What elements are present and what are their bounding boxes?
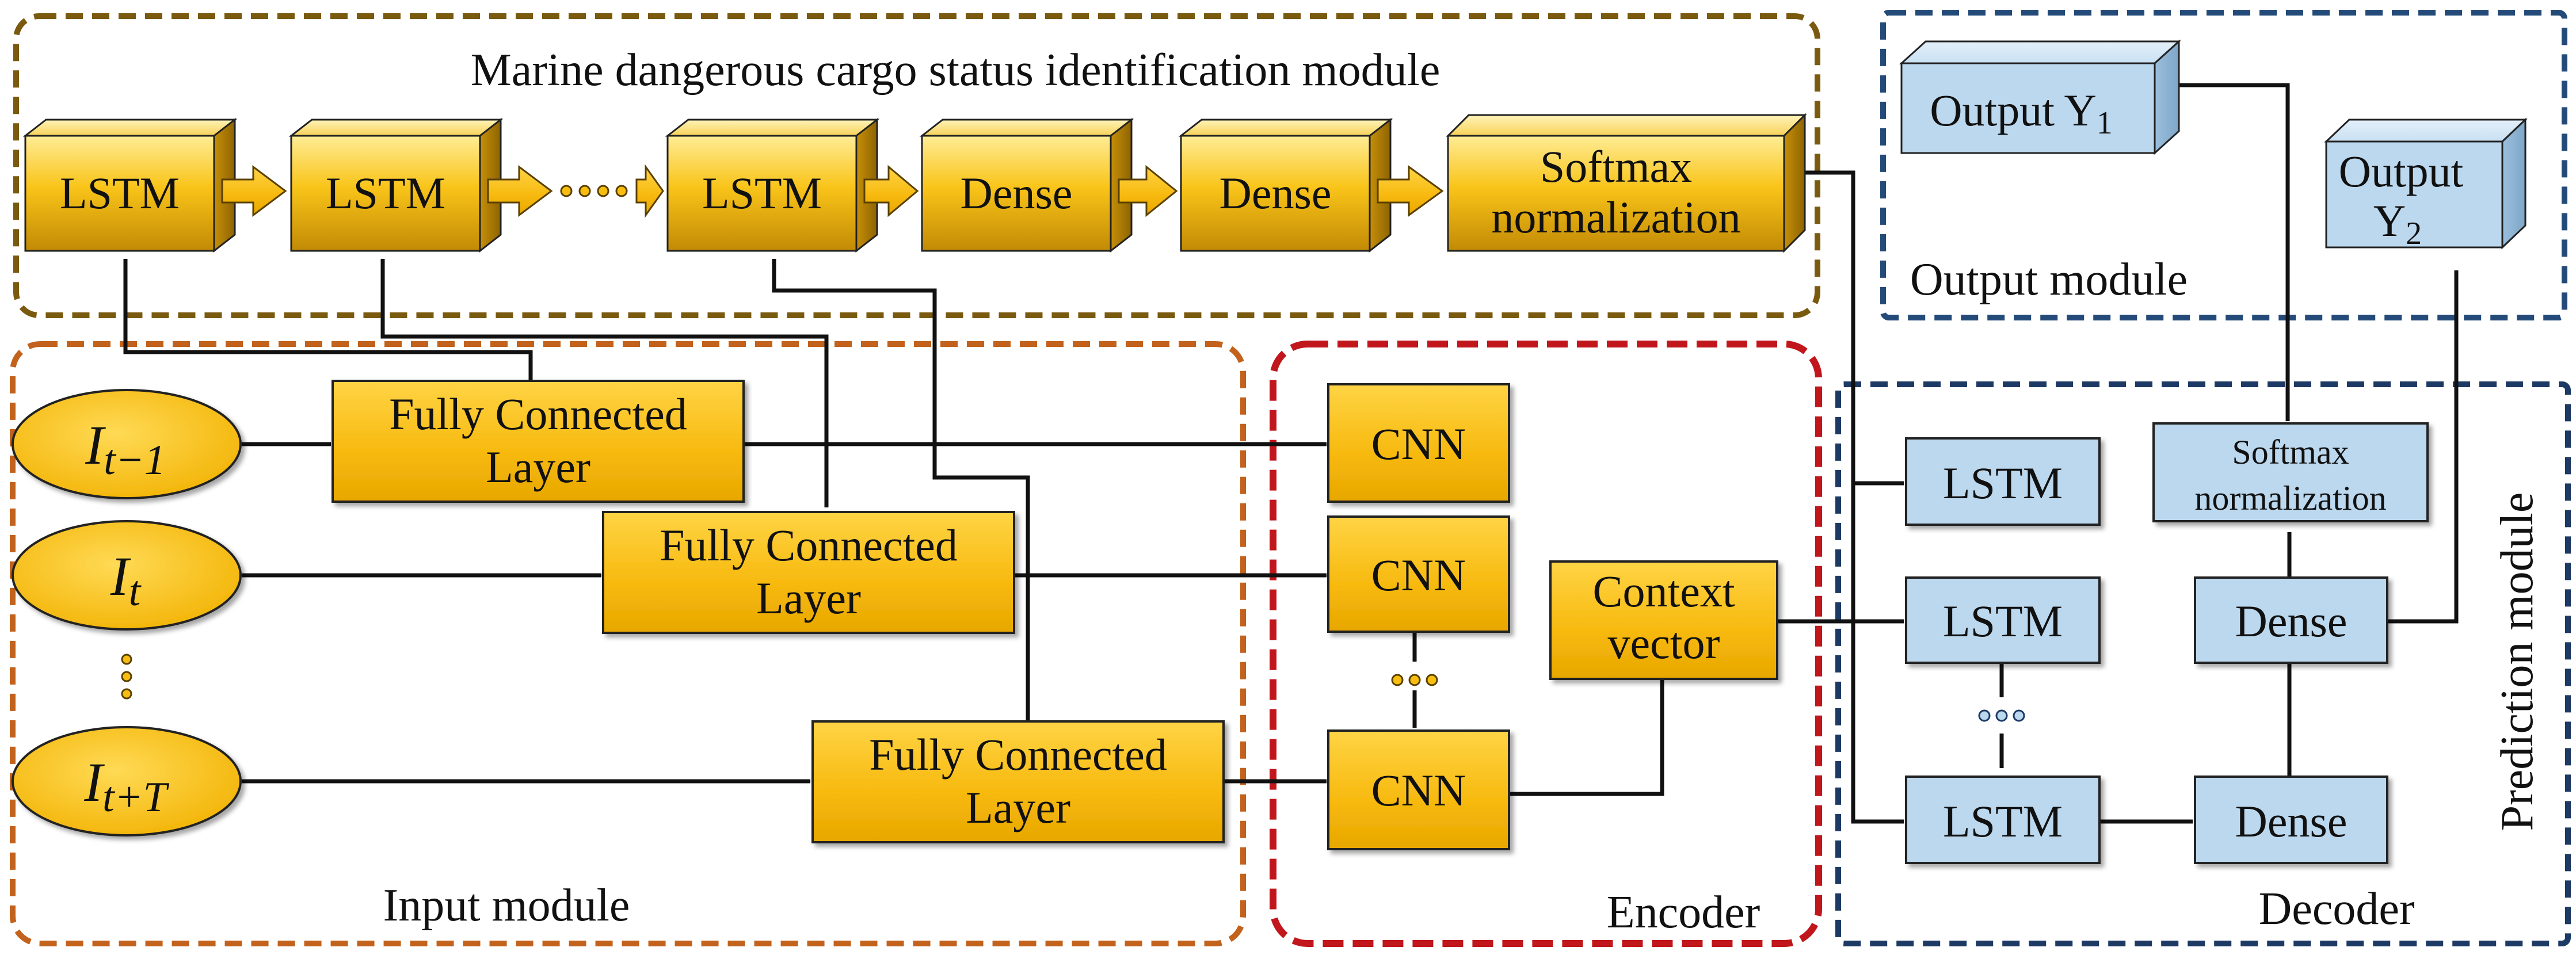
status-softmax-label-1: Softmax — [1540, 142, 1692, 192]
context-label-2: vector — [1608, 618, 1720, 668]
decoder-ellipsis-dots — [1978, 709, 2025, 722]
output-y1-label: Output Y — [1930, 85, 2097, 135]
status-lstm2-label: LSTM — [326, 168, 445, 218]
decoder-lstm3: LSTM — [1905, 776, 2101, 864]
block-arrow-5 — [1118, 165, 1178, 217]
decoder-dense-lower-label: Dense — [2235, 796, 2348, 846]
decoder-lstm3-label: LSTM — [1943, 796, 2063, 846]
line-fc2-to-lstm2 — [380, 258, 829, 507]
encoder-ellipsis-dots — [1391, 674, 1438, 686]
input-module-title: Input module — [383, 880, 630, 931]
fc3-label-2: Layer — [966, 782, 1070, 832]
line-dense-to-y2 — [2387, 270, 2459, 624]
decoder-lstm1: LSTM — [1905, 437, 2101, 526]
input-module-frame — [10, 341, 1246, 946]
fc1-label-2: Layer — [486, 442, 590, 492]
status-lstm1-label: LSTM — [60, 168, 180, 218]
encoder-module-frame — [1270, 341, 1822, 947]
svg-text:It+T: It+T — [83, 751, 169, 821]
block-arrow-6 — [1377, 165, 1444, 217]
fc-layer-3: Fully Connected Layer — [811, 720, 1225, 843]
output-y2-box: Output Y2 — [2324, 117, 2528, 251]
fc2-label-2: Layer — [756, 573, 861, 623]
input-i2-base: I — [110, 545, 131, 607]
block-arrow-1 — [221, 165, 287, 217]
decoder-softmax-label-2: normalization — [2194, 479, 2386, 517]
output-y2-label-1: Output — [2339, 146, 2464, 196]
decoder-softmax: Softmax normalization — [2152, 422, 2429, 522]
status-softmax-box: Softmax normalization — [1446, 113, 1807, 253]
status-module-frame — [13, 13, 1820, 318]
block-arrow-3 — [635, 164, 664, 218]
prediction-module-title: Prediction module — [2492, 492, 2543, 831]
status-lstm1-box: LSTM — [22, 117, 238, 253]
cnn2-label: CNN — [1371, 550, 1466, 600]
input-i1-base: I — [85, 414, 106, 476]
decoder-softmax-label-1: Softmax — [2232, 433, 2349, 471]
decoder-dense-upper-label: Dense — [2235, 596, 2348, 646]
encoder-cnn1: CNN — [1327, 383, 1510, 503]
output-y2-sub: 2 — [2406, 216, 2422, 251]
encoder-cnn3: CNN — [1327, 729, 1510, 850]
status-softmax-label-2: normalization — [1491, 192, 1740, 242]
context-label-1: Context — [1593, 566, 1735, 616]
output-y2-label-2: Y — [2373, 196, 2406, 246]
output-module-frame — [1880, 10, 2567, 320]
line-softmax-to-decoder — [1803, 170, 1904, 824]
input-i2-sub: t — [129, 568, 142, 615]
decoder-module-title: Decoder — [2259, 884, 2415, 934]
prediction-module-frame — [1835, 381, 2571, 946]
status-lstm2-box: LSTM — [288, 117, 504, 253]
fc2-label-1: Fully Connected — [660, 520, 958, 570]
status-block-arrows — [221, 164, 1444, 218]
fc-layer-2: Fully Connected Layer — [602, 511, 1015, 634]
encoder-cnn2: CNN — [1327, 515, 1510, 633]
input-i3-sub: t+T — [102, 774, 169, 821]
svg-text:Output Y1: Output Y1 — [1930, 85, 2113, 141]
decoder-lstm2: LSTM — [1905, 576, 2101, 664]
status-dense2-box: Dense — [1178, 117, 1393, 253]
svg-text:Y2: Y2 — [2373, 196, 2422, 251]
output-module-title: Output module — [1910, 254, 2188, 305]
output-y1-sub: 1 — [2097, 105, 2113, 141]
line-fc1-to-lstm1 — [123, 258, 533, 380]
decoder-lstm1-label: LSTM — [1943, 458, 2063, 508]
input-i1-sub: t−1 — [104, 437, 166, 484]
decoder-lstm2-label: LSTM — [1943, 596, 2063, 646]
encoder-module-title: Encoder — [1607, 887, 1760, 938]
block-arrow-2 — [487, 165, 553, 217]
fc3-label-1: Fully Connected — [869, 729, 1167, 780]
line-fc3-to-lstm3 — [772, 258, 1030, 720]
status-module-title: Marine dangerous cargo status identifica… — [471, 45, 1441, 96]
input-i-t-plus-T: It+T — [12, 726, 242, 836]
cnn1-label: CNN — [1371, 419, 1466, 469]
decoder-dense-lower: Dense — [2194, 776, 2388, 864]
line-cnn3-to-context — [1509, 679, 1664, 796]
fc1-label-1: Fully Connected — [389, 389, 687, 439]
input-i3-base: I — [83, 751, 105, 813]
line-softmax-to-y1 — [2178, 83, 2290, 421]
encoder-context-vector: Context vector — [1549, 560, 1778, 680]
status-lstm3-label: LSTM — [702, 168, 822, 218]
input-i-t: It — [12, 520, 242, 631]
output-y1-box: Output Y1 — [1899, 39, 2181, 155]
status-lstm3-box: LSTM — [665, 117, 880, 253]
status-ellipsis-dots — [560, 185, 628, 197]
input-ellipsis-dots — [121, 654, 132, 700]
cnn3-label: CNN — [1371, 765, 1466, 815]
decoder-dense-upper: Dense — [2194, 576, 2388, 664]
fc-layer-1: Fully Connected Layer — [331, 380, 745, 503]
status-dense2-label: Dense — [1220, 168, 1332, 218]
svg-text:It: It — [110, 545, 142, 615]
block-arrow-4 — [863, 165, 919, 217]
status-dense1-box: Dense — [919, 117, 1134, 253]
input-i-t-minus-1: It−1 — [12, 389, 242, 499]
svg-text:It−1: It−1 — [85, 414, 165, 484]
status-dense1-label: Dense — [961, 168, 1073, 218]
